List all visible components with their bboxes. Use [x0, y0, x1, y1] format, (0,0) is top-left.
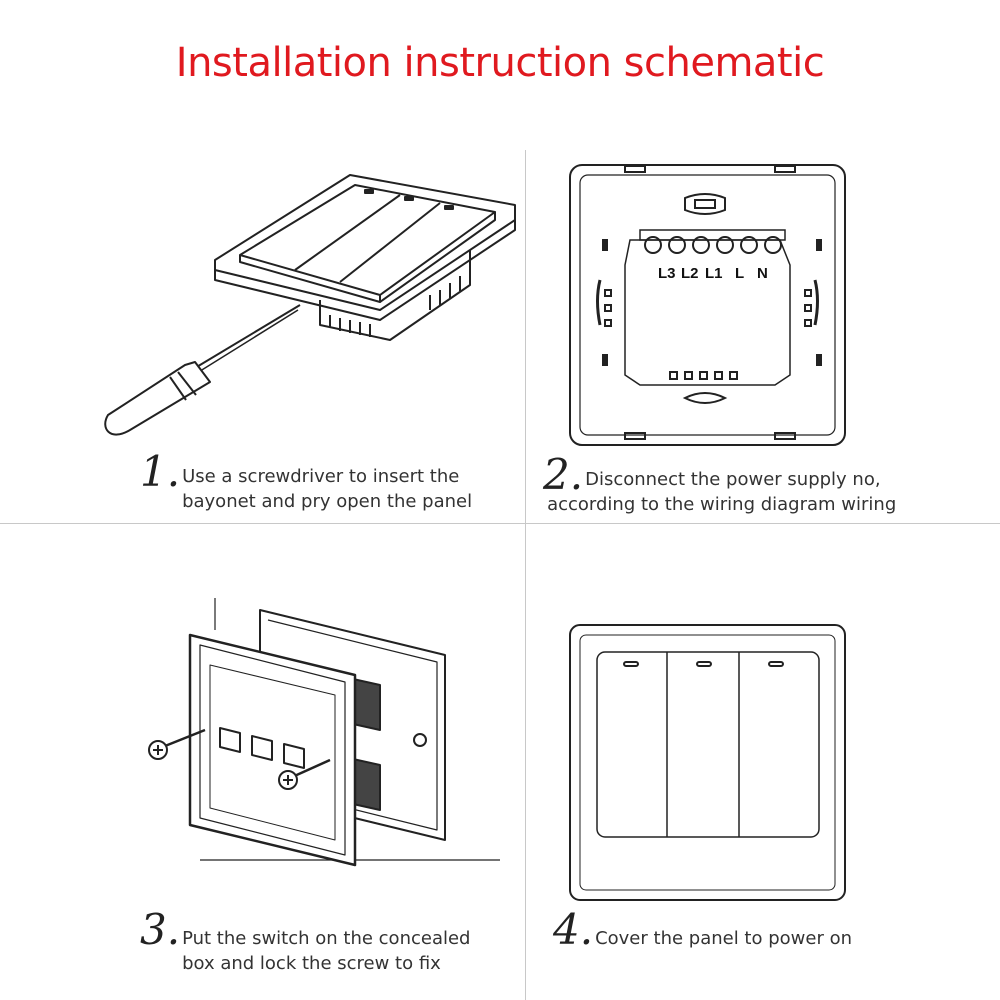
step-number: 3. [140, 905, 181, 954]
mounting-drawing [148, 598, 500, 867]
terminal-label-l: L [735, 265, 744, 282]
step-1-caption: 1. Use a screwdriver to insert the bayon… [140, 447, 472, 514]
step1-illustration [0, 150, 525, 450]
step-line-2: bayonet and pry open the panel [182, 491, 473, 512]
step-number: 4. [553, 905, 594, 954]
step3-illustration [0, 590, 525, 880]
step-number: 1. [140, 447, 181, 496]
terminal-label-l1: L1 [705, 265, 723, 282]
step-4-caption: 4. Cover the panel to power on [553, 905, 852, 954]
step-line-2: according to the wiring diagram wiring [547, 494, 897, 515]
terminal-label-l3: L3 [658, 265, 676, 282]
horizontal-divider [0, 523, 1000, 524]
step-description: Cover the panel to power on [595, 910, 852, 951]
terminal-label-n: N [757, 265, 768, 282]
covered-panel-drawing [569, 624, 846, 901]
page-title: Installation instruction schematic [175, 40, 825, 86]
step-description: Use a screwdriver to insert the bayonet … [182, 452, 472, 514]
step-line-1: Use a screwdriver to insert the [182, 466, 460, 487]
step-number: 2. [543, 450, 584, 499]
step2-illustration: L3 L2 L1 L N [525, 150, 1000, 450]
step4-illustration [525, 590, 1000, 901]
vertical-divider [525, 150, 526, 1000]
step-3-caption: 3. Put the switch on the concealed box a… [140, 905, 470, 976]
step-description: Put the switch on the concealed box and … [182, 910, 470, 976]
step-description: Disconnect the power supply no, accordin… [547, 455, 896, 517]
terminal-label-l2: L2 [681, 265, 699, 282]
step-line-1: Cover the panel to power on [595, 928, 852, 949]
step-line-1: Disconnect the power supply no, [585, 469, 881, 490]
wiring-back-drawing: L3 L2 L1 L N [569, 164, 846, 446]
switch-pry-drawing [104, 174, 516, 436]
step-line-1: Put the switch on the concealed [182, 928, 471, 949]
step-2-caption: 2. Disconnect the power supply no, accor… [543, 450, 896, 517]
step-line-2: box and lock the screw to fix [182, 953, 441, 974]
